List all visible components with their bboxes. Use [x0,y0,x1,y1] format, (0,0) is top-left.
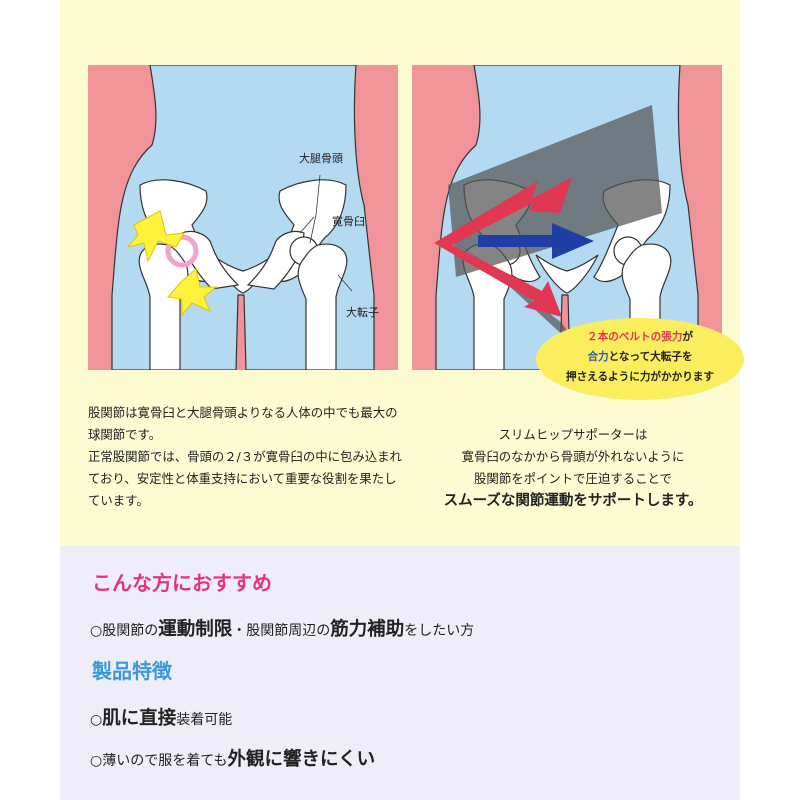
feature-item: ○肌に直接装着可能 [90,708,233,729]
tension-callout: ２本のベルトの張力が 合力となって大転子を 押さえるように力がかかります [536,318,744,400]
blue-resultant-arrow [478,223,594,259]
features-heading: 製品特徴 [92,659,172,683]
supporter-description: スリムヒップサポーターは 寛骨臼のなかから骨頭が外れないように 股関節をポイント… [443,427,703,509]
feature-item: ○薄いので服を着ても外観に響きにくい [90,749,376,770]
hip-joint-diagram-normal [88,65,398,370]
label-greater-trochanter: 大転子 [346,306,379,319]
features-section [60,546,740,800]
hip-joint-illustration [88,65,398,370]
red-tension-arrows [434,177,572,317]
recommend-text: ○股関節の運動制限・股関節周辺の筋力補助をしたい方 [90,619,475,640]
label-femoral-head: 大腿骨頭 [299,152,343,165]
hip-joint-diagram-with-supporter [412,65,722,370]
label-acetabulum: 寛骨臼 [332,215,365,228]
hip-joint-description: 股関節は寛骨臼と大腿骨頭よりなる人体の中でも最大の球関節です。 正常股関節では、… [88,405,402,508]
recommend-heading: こんな方におすすめ [92,571,272,595]
supporter-illustration [412,65,722,370]
